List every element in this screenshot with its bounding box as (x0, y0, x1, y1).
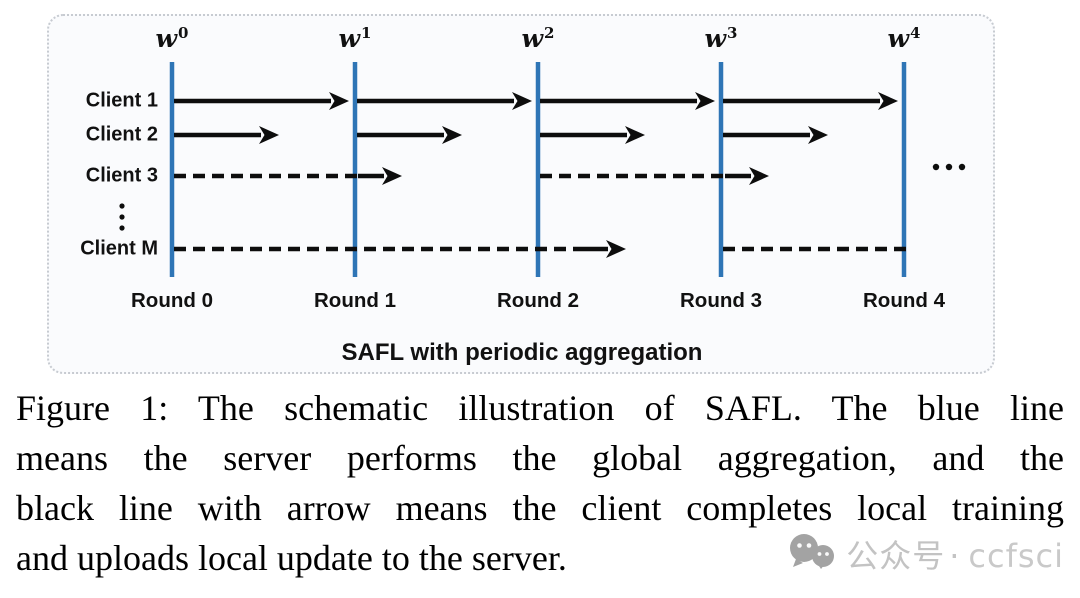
figure-caption: Figure 1: The schematic illustration of … (16, 383, 1064, 583)
weight-label: w1 (338, 24, 372, 53)
watermark-account: ccfsci (968, 537, 1064, 575)
round-label: Round 0 (131, 289, 213, 312)
caption-line-1: Figure 1: The schematic illustration of … (16, 388, 1064, 428)
watermark-platform: 公众号 (846, 537, 946, 575)
horizontal-ellipsis-dot (932, 163, 940, 171)
watermark: 公众号·ccfsci (787, 531, 1064, 577)
horizontal-ellipsis-dot (945, 163, 953, 171)
horizontal-ellipsis-dot (958, 163, 966, 171)
round-label: Round 4 (863, 289, 945, 312)
safl-diagram-box (47, 14, 995, 374)
client-label: Client 3 (85, 164, 158, 187)
round-label: Round 1 (314, 289, 396, 312)
caption-line-4: and uploads local update to the server. (16, 538, 567, 578)
client-label: Client 2 (85, 123, 158, 146)
caption-line-2: means the server performs the global agg… (16, 438, 1064, 478)
weight-label: w3 (704, 24, 738, 53)
diagram-title: SAFL with periodic aggregation (341, 339, 703, 366)
weight-label: w0 (155, 24, 189, 53)
client-label: Client M (80, 237, 158, 260)
watermark-text: 公众号·ccfsci (846, 531, 1064, 577)
round-label: Round 2 (497, 289, 579, 312)
wechat-icon (790, 534, 835, 569)
vertical-ellipsis-dot (119, 225, 125, 231)
vertical-ellipsis-dot (119, 214, 125, 220)
weight-label: w2 (521, 24, 555, 53)
client-label: Client 1 (85, 89, 158, 112)
watermark-separator: · (949, 537, 961, 575)
vertical-ellipsis-dot (119, 203, 125, 209)
round-label: Round 3 (680, 289, 762, 312)
caption-line-3: black line with arrow means the client c… (16, 488, 1064, 528)
weight-label: w4 (887, 24, 921, 53)
